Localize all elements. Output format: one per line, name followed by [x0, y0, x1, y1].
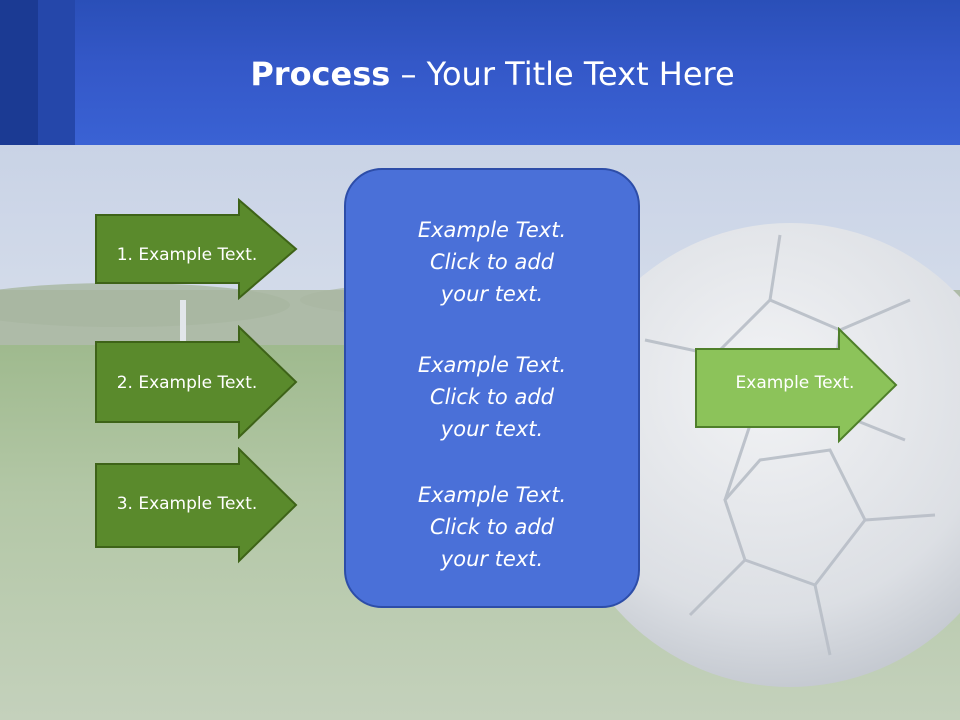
header-accent-stripe	[38, 0, 75, 145]
center-text-box[interactable]: Example Text. Click to add your text. Ex…	[344, 168, 640, 608]
arrow-label-1: 1. Example Text.	[116, 245, 258, 265]
header-accent-stripe	[0, 0, 38, 145]
center-paragraph-3-line-1: Example Text.	[417, 483, 567, 507]
center-paragraph-2-line-3: your text.	[440, 417, 544, 441]
center-paragraph-3-line-3: your text.	[440, 547, 544, 571]
slide-title[interactable]: Process – Your Title Text Here	[0, 52, 960, 96]
center-paragraph-3: Example Text. Click to add your text.	[346, 479, 638, 575]
header-bar	[0, 0, 960, 145]
center-paragraph-2: Example Text. Click to add your text.	[346, 349, 638, 445]
arrow-shape-right[interactable]	[694, 327, 900, 445]
slide-title-bold: Process	[250, 55, 391, 93]
center-paragraph-1: Example Text. Click to add your text.	[346, 214, 638, 310]
arrow-label-right: Example Text.	[735, 373, 855, 393]
arrow-shape-3[interactable]	[94, 447, 300, 564]
slide-title-rest: – Your Title Text Here	[390, 55, 735, 93]
center-paragraph-2-line-2: Click to add	[429, 385, 554, 409]
arrow-shape-1[interactable]	[94, 198, 300, 300]
arrow-label-2: 2. Example Text.	[116, 373, 258, 393]
center-paragraph-1-line-1: Example Text.	[417, 218, 567, 242]
center-paragraph-1-line-2: Click to add	[429, 250, 554, 274]
arrow-shape-2[interactable]	[94, 325, 300, 439]
center-paragraph-3-line-2: Click to add	[429, 515, 554, 539]
arrow-label-3: 3. Example Text.	[116, 494, 258, 514]
center-paragraph-1-line-3: your text.	[440, 282, 544, 306]
center-paragraph-2-line-1: Example Text.	[417, 353, 567, 377]
